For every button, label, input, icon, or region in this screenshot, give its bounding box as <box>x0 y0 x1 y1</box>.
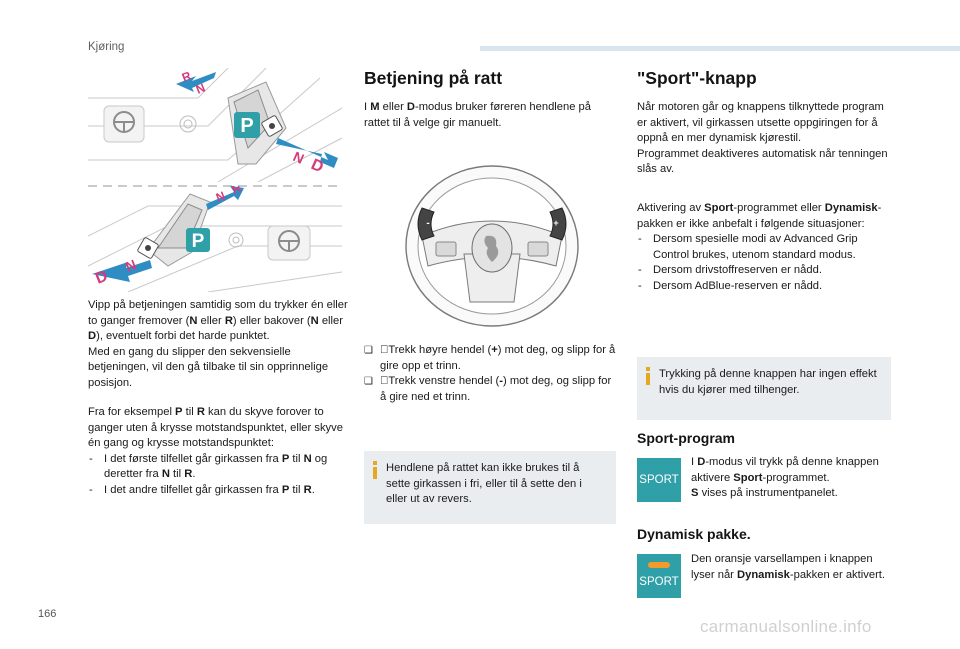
list-item: ❏Trekk høyre hendel (+) mot deg, og slip… <box>364 344 616 372</box>
illustration-divider <box>88 184 342 188</box>
gear-letter-r-bottom: R <box>230 186 244 197</box>
sport-intro-1: Når motoren går og knappens tilknyttede … <box>637 101 884 145</box>
sport-button-icon: SPORT <box>637 458 681 502</box>
watermark: carmanualsonline.info <box>700 617 872 636</box>
gear-selector-illustration-top: P R N N D <box>88 68 342 182</box>
steering-wheel-illustration: + - <box>392 162 592 332</box>
left-para-3: Fra for eksempel P til R kan du skyve fo… <box>88 406 343 450</box>
steps-list: ❏Trekk høyre hendel (+) mot deg, og slip… <box>364 343 616 405</box>
sport-button-lamp-icon: SPORT <box>637 554 681 598</box>
section-title-sport: "Sport"-knapp <box>637 68 757 88</box>
list-item: ❏Trekk venstre hendel (-) mot deg, og sl… <box>364 375 612 403</box>
info-icon <box>372 461 378 479</box>
middle-section: Betjening på ratt I M eller D-modus bruk… <box>364 68 616 131</box>
sport-intro-2: Programmet deaktiveres automatisk når te… <box>637 147 888 176</box>
info-box-paddles: Hendlene på rattet kan ikke brukes til å… <box>364 451 616 524</box>
sport-program-text: I D-modus vil trykk på denne knappen akt… <box>691 456 879 500</box>
list-item: Dersom spesielle modi av Advanced Grip C… <box>637 232 891 263</box>
orange-lamp-icon <box>648 562 670 568</box>
sport-activation-text: Aktivering av Sport-programmet eller Dyn… <box>637 202 882 230</box>
info-box-trailer: Trykking på denne knappen har ingen effe… <box>637 357 891 420</box>
sport-conditions-list: Dersom spesielle modi av Advanced Grip C… <box>637 232 891 294</box>
list-item: I det andre tilfellet går girkassen fra … <box>88 483 350 499</box>
sub-title-sport-program: Sport-program <box>637 430 735 446</box>
sub-title-dynamic: Dynamisk pakke. <box>637 526 751 542</box>
right-section: "Sport"-knapp Når motoren går og knappen… <box>637 68 891 178</box>
middle-intro: I M eller D-modus bruker føreren hendlen… <box>364 101 591 129</box>
gear-letter-p-bottom: P <box>192 231 205 252</box>
left-para-1: Vipp på betjeningen samtidig som du tryk… <box>88 299 348 343</box>
info-text-paddles: Hendlene på rattet kan ikke brukes til å… <box>386 462 582 506</box>
info-text-trailer: Trykking på denne knappen har ingen effe… <box>659 368 877 396</box>
page-number: 166 <box>38 608 57 620</box>
left-text-block-2: Fra for eksempel P til R kan du skyve fo… <box>88 405 350 499</box>
paddle-plus-label: + <box>553 218 558 228</box>
section-title-steering: Betjening på ratt <box>364 68 503 88</box>
gear-selector-illustration-bottom: P N R D N <box>88 186 342 292</box>
left-text-block: Vipp på betjeningen samtidig som du tryk… <box>88 298 350 392</box>
checkbox-bullet-icon: ❏ <box>364 376 373 388</box>
gear-letter-p-top: P <box>240 115 253 137</box>
checkbox-bullet-icon: ❏ <box>364 345 373 356</box>
middle-steps: ❏Trekk høyre hendel (+) mot deg, og slip… <box>364 343 616 405</box>
paddle-minus-label: - <box>426 218 429 229</box>
header-section: Kjøring <box>88 41 125 53</box>
left-para-2: Med en gang du slipper den sekvensielle … <box>88 345 329 389</box>
sport-activation: Aktivering av Sport-programmet eller Dyn… <box>637 201 891 295</box>
header-bar <box>480 46 960 51</box>
left-dash-list: I det første tilfellet går girkassen fra… <box>88 452 350 499</box>
dynamic-text: Den oransje varsellampen i knappen lyser… <box>691 553 886 581</box>
info-icon <box>645 367 651 385</box>
list-item: Dersom AdBlue-reserven er nådd. <box>637 279 891 295</box>
list-item: I det første tilfellet går girkassen fra… <box>88 452 350 483</box>
list-item: Dersom drivstoffreserven er nådd. <box>637 263 891 279</box>
